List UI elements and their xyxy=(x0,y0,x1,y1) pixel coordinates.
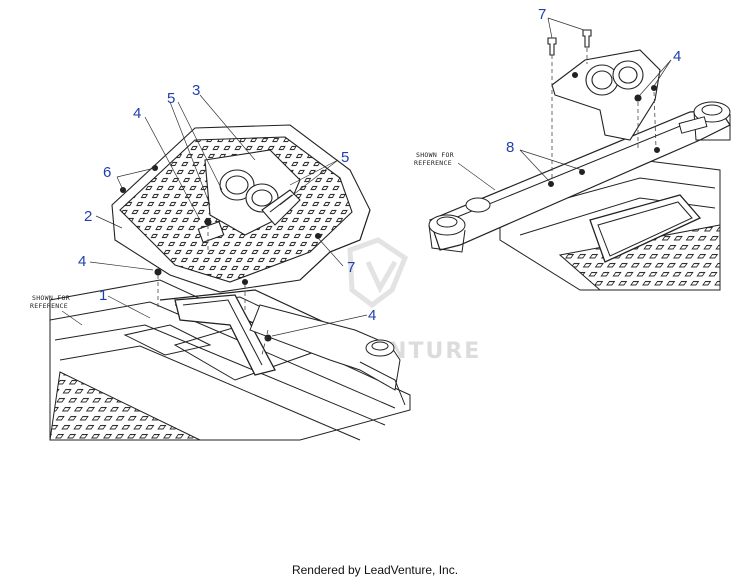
callout-4-upper: 4 xyxy=(133,105,141,122)
reference-note-left-line2: REFERENCE xyxy=(30,302,68,310)
callout-8: 8 xyxy=(506,139,514,156)
reference-note-right: SHOWN FOR REFERENCE xyxy=(414,151,496,191)
left-frame-reference xyxy=(49,279,411,441)
callout-4-middle: 4 xyxy=(78,253,86,270)
callout-6: 6 xyxy=(103,164,111,181)
callouts-left: 1 2 3 4 4 4 5 5 6 7 xyxy=(78,82,376,324)
callout-5-right: 5 xyxy=(341,149,349,166)
callout-2: 2 xyxy=(84,208,92,225)
reference-note-right-line1: SHOWN FOR xyxy=(416,151,454,159)
right-frame-reference xyxy=(428,101,731,291)
callout-5-upper: 5 xyxy=(167,90,175,107)
alignment-lines-right xyxy=(551,48,657,182)
reference-note-left-line1: SHOWN FOR xyxy=(32,294,70,302)
leader-lines-right xyxy=(519,17,672,183)
reference-note-right-line2: REFERENCE xyxy=(414,159,452,167)
reference-note-left: SHOWN FOR REFERENCE xyxy=(30,294,83,326)
leader-lines-left xyxy=(89,94,368,337)
seat-mount-bracket xyxy=(547,29,661,141)
alignment-lines-left xyxy=(157,225,269,356)
callout-7-right: 7 xyxy=(538,6,546,23)
floor-pan xyxy=(111,124,371,342)
footer-credit: Rendered by LeadVenture, Inc. xyxy=(291,563,459,577)
callout-7-left: 7 xyxy=(347,259,355,276)
callout-4-lower: 4 xyxy=(368,307,376,324)
callout-1: 1 xyxy=(99,287,107,304)
callout-3: 3 xyxy=(192,82,200,99)
callouts-right: 4 7 8 xyxy=(506,6,681,156)
callout-4-right: 4 xyxy=(673,48,681,65)
